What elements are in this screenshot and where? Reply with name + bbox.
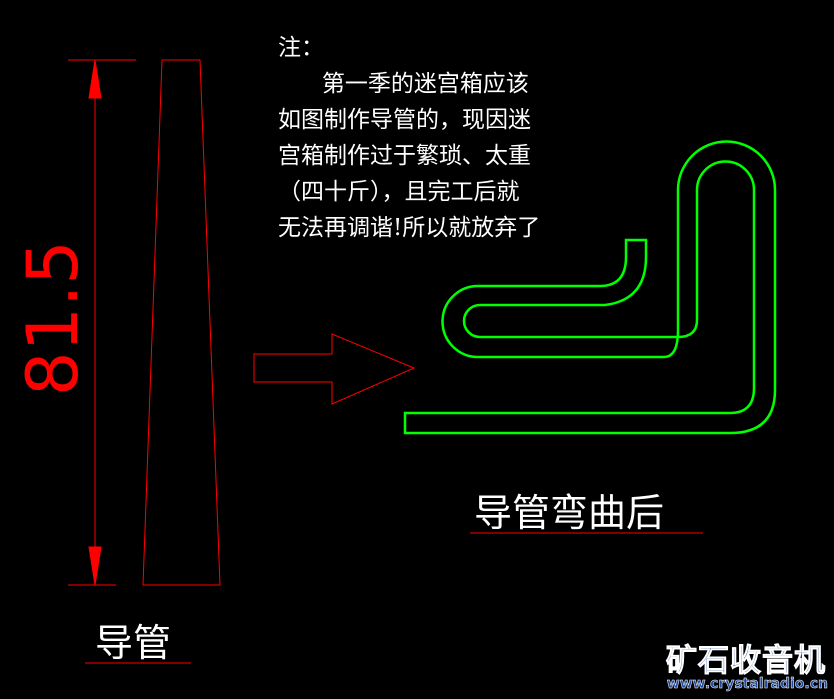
- note-line: 第一季的迷宫箱应该: [278, 71, 529, 97]
- tapered-tube-outline: [142, 59, 221, 586]
- tube-label: 导管: [95, 621, 172, 665]
- note-line: （四十斤），且完工后就: [278, 179, 520, 205]
- direction-arrow: [253, 333, 416, 405]
- watermark-url: www.crystalradio.cn: [666, 676, 829, 693]
- note-text: 注： 第一季的迷宫箱应该如图制作导管的，现因迷宫箱制作过于繁琐、太重 （四十斤），…: [278, 30, 540, 246]
- note-title: 注：: [278, 35, 324, 61]
- dimension-arrow-top: [88, 59, 102, 99]
- bent-tube-label: 导管弯曲后: [474, 491, 665, 535]
- note-line: 宫箱制作过于繁琐、太重: [278, 143, 531, 169]
- note-line: 无法再调谐!所以就放弃了: [278, 215, 541, 241]
- note-line: 如图制作导管的，现因迷: [278, 107, 531, 133]
- bent-tube-outline: [403, 140, 777, 435]
- dimension-text: 81.5: [12, 240, 94, 396]
- dimension-arrow-bottom: [88, 546, 102, 586]
- watermark-logo: 矿石收音机: [666, 643, 826, 680]
